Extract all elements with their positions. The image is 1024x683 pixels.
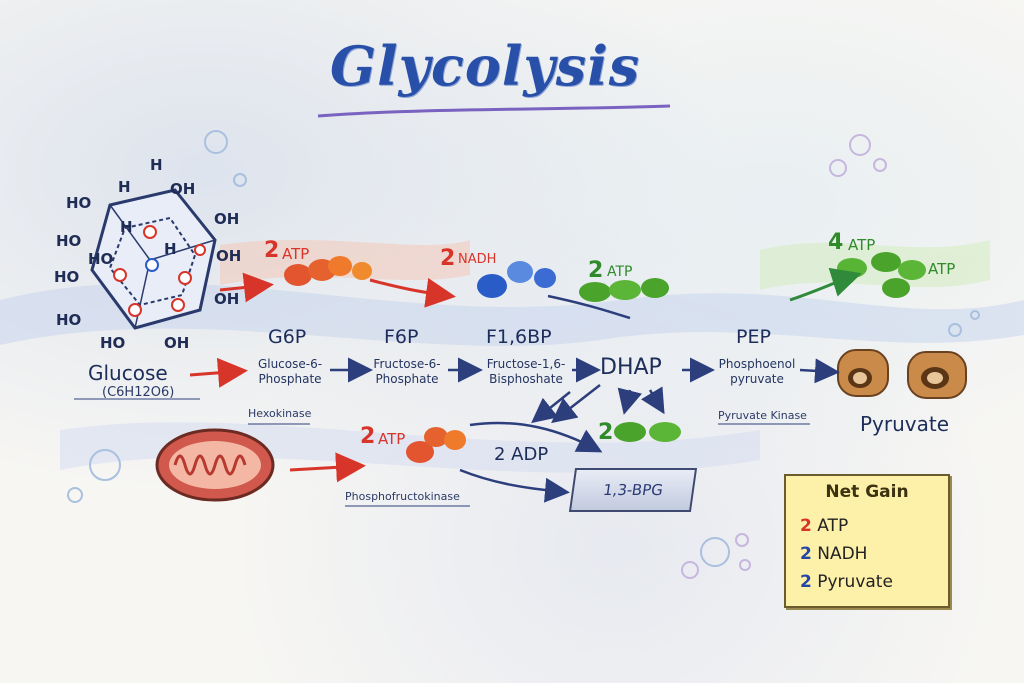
net-gain-count: 2 — [800, 516, 812, 536]
bpg-block: 1,3-BPG — [568, 468, 698, 512]
atp-count-top: 2 — [264, 238, 280, 263]
step-full-pep: Phosphoenol pyruvate — [718, 357, 796, 386]
pyruvate-illustration — [837, 349, 967, 399]
atom-label: OH — [214, 210, 240, 228]
atp-label-out: ATP — [848, 236, 876, 254]
atp-label-out-side: ATP — [928, 260, 956, 278]
atom-label: OH — [164, 334, 190, 352]
atp-blobs-green-bottom — [614, 422, 681, 442]
step-abbr-dhap: DHAP — [600, 355, 662, 380]
atom-label: OH — [214, 290, 240, 308]
diagram-title: Glycolysis — [330, 34, 641, 98]
adp-label: 2 ADP — [494, 444, 549, 465]
atp-blobs-green-mid — [579, 278, 669, 302]
net-gain-count: 2 — [800, 544, 812, 564]
atp-label-mid: ATP — [607, 264, 633, 280]
green-count-bottom: 2 — [598, 420, 614, 445]
atp-blobs-bottom — [406, 427, 466, 463]
decorative-bubbles — [67, 130, 980, 579]
glucose-molecule — [90, 188, 217, 330]
product-label: Pyruvate — [860, 412, 950, 436]
atom-label: HO — [88, 250, 114, 268]
nadh-label: NADH — [458, 252, 497, 267]
pathway-arrows — [189, 267, 862, 503]
glucose-label: Glucose — [88, 361, 168, 385]
atom-label: HO — [56, 232, 82, 250]
atom-label: HO — [54, 268, 80, 286]
atp-count-out: 4 — [828, 230, 844, 255]
net-gain-count: 2 — [800, 572, 812, 592]
glucose-formula: (C6H12O6) — [102, 385, 175, 400]
net-gain-row-atp: 2 ATP — [800, 516, 848, 536]
atom-label: OH — [216, 247, 242, 265]
atom-label: HO — [56, 311, 82, 329]
net-gain-label: Pyruvate — [817, 572, 893, 592]
label-underlines — [74, 398, 810, 507]
title-underline — [317, 104, 671, 118]
atom-label: HO — [66, 194, 92, 212]
atom-label: OH — [170, 180, 196, 198]
atp-label-top: ATP — [282, 245, 310, 263]
atp-label-bottom: ATP — [378, 430, 406, 448]
net-gain-row-pyruvate: 2 Pyruvate — [800, 572, 893, 592]
net-gain-box: Net Gain 2 ATP 2 NADH 2 Pyruvate — [784, 474, 950, 608]
atom-label: HO — [100, 334, 126, 352]
nadh-count: 2 — [440, 246, 456, 271]
net-gain-title: Net Gain — [825, 482, 909, 502]
enzyme-pyruvate-kinase: Pyruvate Kinase — [718, 409, 807, 422]
step-abbr-f6p: F6P — [384, 326, 419, 348]
step-full-f6p: Fructose-6- Phosphate — [373, 357, 441, 386]
step-full-f16bp: Fructose-1,6- Bisphoshate — [486, 357, 566, 386]
step-abbr-g6p: G6P — [268, 326, 307, 348]
net-gain-label: ATP — [817, 516, 849, 536]
net-gain-label: NADH — [817, 544, 868, 564]
atp-count-bottom: 2 — [360, 424, 376, 449]
atom-label: H — [150, 156, 163, 174]
net-gain-row-nadh: 2 NADH — [800, 544, 867, 564]
step-full-g6p: Glucose-6- Phosphate — [257, 357, 323, 386]
atom-label: H — [120, 218, 133, 236]
atp-count-mid: 2 — [588, 258, 604, 283]
mitochondrion-illustration — [155, 428, 275, 502]
enzyme-hexokinase: Hexokinase — [248, 407, 312, 420]
step-abbr-pep: PEP — [736, 326, 771, 348]
enzyme-phosphofructokinase: Phosphofructokinase — [345, 490, 460, 503]
step-abbr-f16bp: F1,6BP — [486, 326, 552, 348]
atom-label: H — [118, 178, 131, 196]
atom-label: H — [164, 240, 177, 258]
nadh-blobs — [477, 261, 556, 298]
atp-blobs-top — [284, 256, 372, 286]
